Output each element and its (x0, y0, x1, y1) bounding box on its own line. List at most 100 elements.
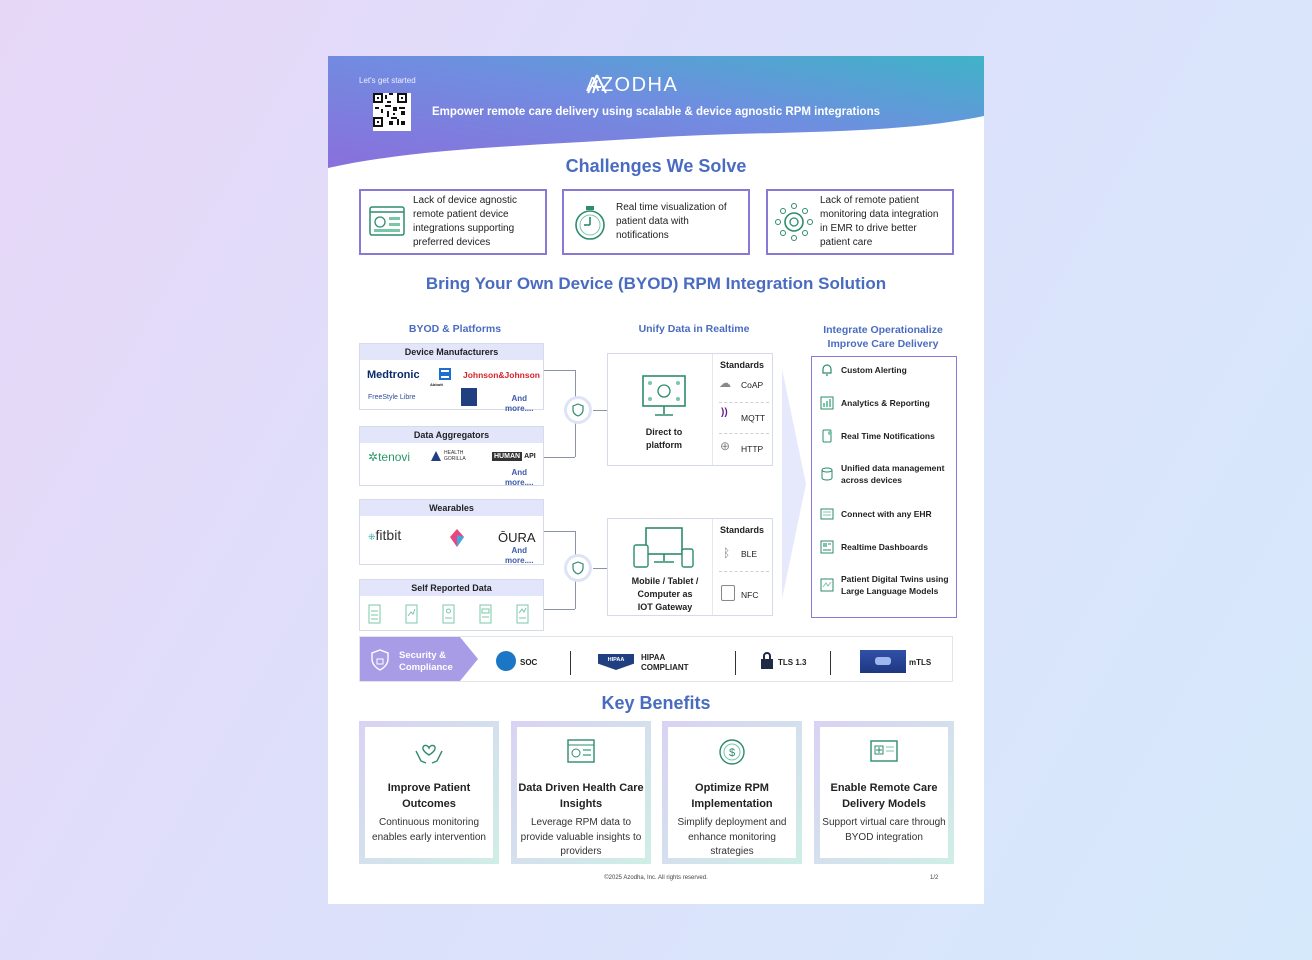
human-text: HUMAN (492, 452, 523, 461)
health-gorilla-logo: HEALTH GORILLA (430, 450, 466, 462)
outcome-label: Unified data management across devices (841, 463, 945, 485)
benefit-title: Optimize RPM Implementation (691, 782, 773, 810)
challenge-card-3: Lack of remote patient monitoring data i… (766, 189, 954, 255)
dashboard-devices-icon (369, 206, 405, 236)
security-label-arrow: Security & Compliance (360, 637, 478, 681)
direct-platform-label: Direct to platform (632, 426, 696, 452)
medical-screen-icon (870, 740, 898, 762)
outcome-label: Connect with any EHR (841, 509, 932, 519)
divider (719, 433, 769, 434)
gateway-line2: Computer as (637, 589, 693, 599)
integrate-column-title: Integrate Operationalize Improve Care De… (803, 323, 963, 351)
ble-label: BLE (741, 549, 758, 559)
ai-model-icon (820, 578, 834, 592)
outcome-digital-twins: Patient Digital Twins using Large Langua… (820, 573, 950, 597)
data-aggregators-header: Data Aggregators (360, 427, 543, 443)
freestyle-libre-logo: FreeStyle Libre (368, 394, 416, 401)
standards-title: Standards (720, 360, 765, 370)
outcome-label: Analytics & Reporting (841, 398, 930, 408)
challenge-text-2: Real time visualization of patient data … (616, 202, 727, 241)
azodha-logo-mark-icon (587, 74, 607, 94)
tenovi-text: tenovi (378, 450, 411, 464)
dashboard-icon (820, 540, 834, 554)
tagline: Empower remote care delivery using scala… (431, 106, 880, 118)
challenges-title: Challenges We Solve (565, 156, 747, 176)
mtls-label: mTLS (909, 658, 932, 667)
divider (719, 571, 769, 572)
solution-title: Bring Your Own Device (BYOD) RPM Integra… (425, 274, 887, 293)
security-compliance-bar: Security & Compliance SOC HIPAA HIPAA CO… (359, 636, 953, 682)
benefit-title: Improve Patient Outcomes (387, 782, 471, 810)
wearables-header: Wearables (360, 500, 543, 516)
security-line2: Compliance (399, 662, 453, 673)
outcome-realtime-notifications: Real Time Notifications (820, 429, 935, 443)
separator (830, 651, 831, 675)
wearables-more[interactable]: And more.... (505, 546, 533, 566)
hipaa-label: HIPAA COMPLIANT (641, 653, 689, 673)
more-line2: more.... (505, 478, 534, 487)
more-line2: more.... (505, 556, 534, 565)
challenge-text-1: Lack of device agnostic remote patient d… (413, 195, 517, 248)
dollar-cycle-icon: $ (719, 739, 745, 765)
device-manufacturers-more[interactable]: And more.... (505, 394, 533, 414)
data-aggregators-more[interactable]: And more.... (505, 468, 533, 488)
device-manufacturers-header: Device Manufacturers (360, 344, 543, 360)
security-line1: Security & (399, 650, 446, 661)
form-person-icon (442, 604, 455, 624)
abbott-logo (438, 367, 452, 381)
benefit-card-2: Data Driven Health Care Insights Leverag… (511, 721, 651, 864)
separator (570, 651, 571, 675)
database-icon (821, 467, 833, 481)
self-reported-icons (368, 604, 529, 624)
qr-code[interactable] (373, 93, 411, 131)
unify-column-title: Unify Data in Realtime (638, 323, 750, 335)
more-line2: more.... (505, 404, 534, 413)
azodha-logo: AZODHA (586, 74, 678, 97)
header-banner: Let's get started AZODHA Empower remote … (328, 56, 984, 171)
human-api-logo: HUMAN API (492, 452, 536, 461)
ehr-icon (820, 508, 834, 520)
medtronic-logo: Medtronic (367, 369, 420, 381)
connector-line (593, 410, 607, 411)
direct-line2: platform (646, 440, 682, 450)
benefit-card-1: Improve Patient Outcomes Continuous moni… (359, 721, 499, 864)
integrate-title-line2: Improve Care Delivery (827, 338, 939, 350)
tls-label: TLS 1.3 (778, 658, 807, 667)
mtls-badge-icon (860, 650, 906, 673)
http-label: HTTP (741, 444, 764, 454)
bell-icon (822, 364, 832, 376)
benefits-title: Key Benefits (601, 693, 711, 713)
outcome-custom-alerting: Custom Alerting (820, 363, 907, 377)
security-label: Security & Compliance (399, 650, 453, 674)
logo-text: AZODHA (586, 74, 679, 96)
abbott-text: Abbott (430, 382, 443, 387)
wearable-brand-logo (448, 528, 466, 550)
phone-notification-icon (822, 429, 832, 443)
gateway-line3: IOT Gateway (637, 602, 693, 612)
analytics-screen-icon (567, 739, 595, 763)
multi-device-icon (633, 527, 694, 568)
standards-panel-2: Standards ᛒ BLE NFC (712, 519, 773, 615)
form-icon (368, 604, 381, 624)
globe-icon: ⊕ (720, 439, 731, 453)
johnson-logo: Johnson&Johnson (463, 370, 540, 380)
benefit-desc: Support virtual care through BYOD integr… (822, 817, 946, 843)
device-manufacturers-box: Device Manufacturers Medtronic Abbott Jo… (359, 343, 544, 413)
challenge-card-2: Real time visualization of patient data … (562, 189, 750, 255)
cloud-icon: ☁ (719, 376, 731, 390)
api-text: API (524, 453, 536, 460)
outcome-realtime-dashboards: Realtime Dashboards (820, 540, 928, 554)
outcome-connect-ehr: Connect with any EHR (820, 507, 932, 521)
benefit-card-3: $ Optimize RPM Implementation Simplify d… (662, 721, 802, 864)
connector-line (544, 609, 575, 610)
outcome-unified-data: Unified data management across devices (820, 462, 956, 486)
abbott-logo-icon (439, 368, 451, 380)
byod-column-title: BYOD & Platforms (408, 323, 502, 335)
more-line1: And (511, 468, 527, 477)
shield-lock-icon (371, 649, 389, 671)
tenovi-icon: ✲ (368, 450, 379, 464)
gear-network-icon (775, 203, 813, 241)
gateway-label: Mobile / Tablet / Computer as IOT Gatewa… (622, 575, 708, 614)
fitbit-dots-icon: ⁜ (368, 532, 376, 542)
health-gorilla-icon (431, 451, 441, 461)
